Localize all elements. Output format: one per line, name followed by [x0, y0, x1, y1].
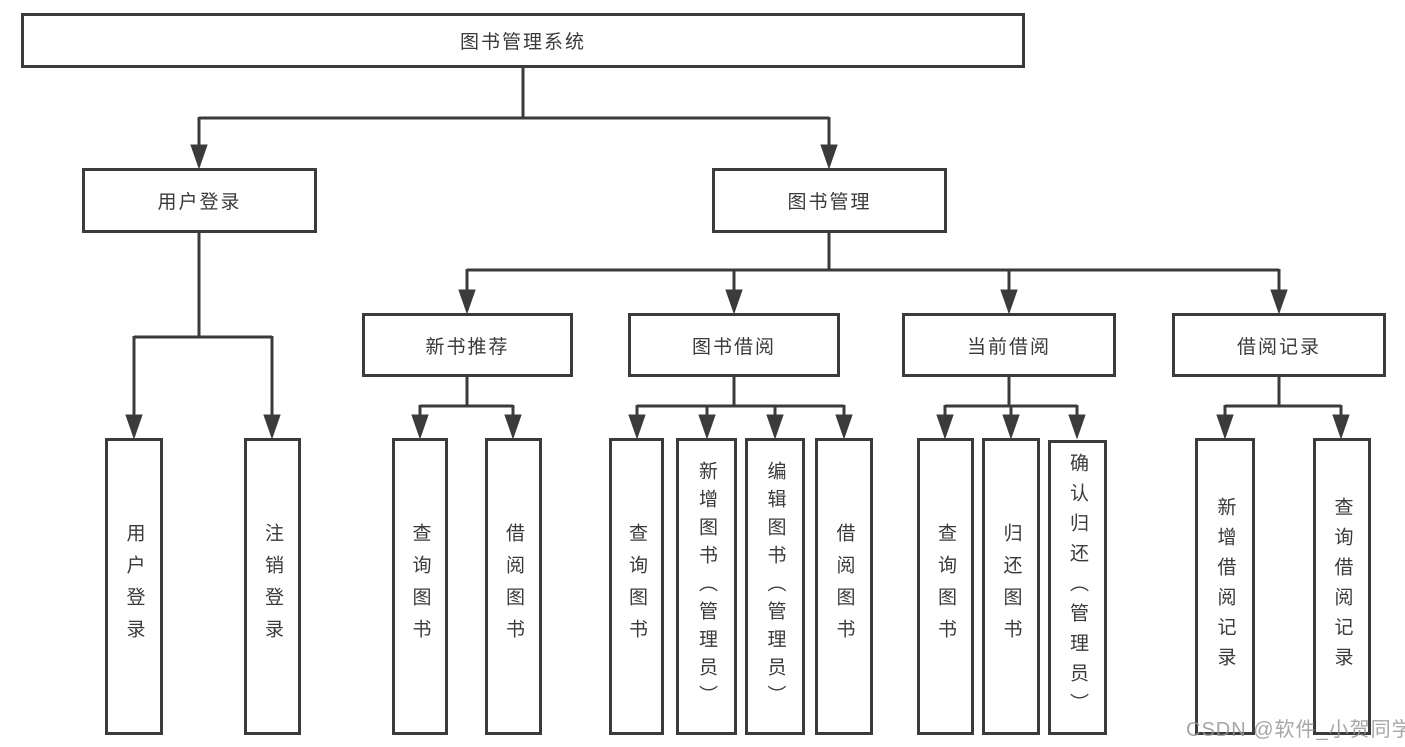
- leaf-borrow-books-label: 借阅图书: [833, 522, 855, 651]
- node-user-login-label: 用户登录: [157, 192, 242, 213]
- leaf-query-books-borrow-label: 查询图书: [626, 522, 647, 651]
- leaf-edit-book-admin-label: 编辑图书（管理员）: [764, 460, 786, 713]
- node-borrow-records-label: 借阅记录: [1236, 336, 1321, 358]
- leaf-borrow-books-recommend-label: 借阅图书: [503, 522, 524, 651]
- csdn-watermark: CSDN @软件_小贺同学: [1186, 719, 1405, 741]
- node-new-book-recommend-label: 新书推荐: [425, 336, 510, 358]
- node-new-book-recommend: 新书推荐: [362, 313, 573, 377]
- leaf-add-book-admin: 新增图书（管理员）: [676, 438, 737, 735]
- node-library-system: 图书管理系统: [21, 13, 1025, 68]
- leaf-borrow-books-recommend: 借阅图书: [485, 438, 542, 735]
- leaf-user-login: 用户登录: [105, 438, 163, 735]
- node-borrow-records: 借阅记录: [1172, 313, 1386, 377]
- node-book-management: 图书管理: [712, 168, 947, 233]
- node-current-borrow: 当前借阅: [902, 313, 1116, 377]
- leaf-confirm-return-admin: 确认归还（管理员）: [1048, 440, 1107, 735]
- leaf-return-book: 归还图书: [982, 438, 1040, 735]
- leaf-confirm-return-admin-label: 确认归还（管理员）: [1067, 452, 1088, 723]
- leaf-query-books-current: 查询图书: [917, 438, 974, 735]
- leaf-return-book-label: 归还图书: [1000, 522, 1022, 651]
- node-book-borrow-label: 图书借阅: [691, 336, 776, 358]
- leaf-query-borrow-record: 查询借阅记录: [1313, 438, 1371, 735]
- leaf-user-login-label: 用户登录: [123, 522, 145, 651]
- leaf-query-books-borrow: 查询图书: [609, 438, 664, 735]
- node-library-system-label: 图书管理系统: [459, 32, 586, 53]
- node-current-borrow-label: 当前借阅: [966, 336, 1051, 358]
- leaf-query-books-current-label: 查询图书: [935, 522, 956, 651]
- leaf-query-books-recommend-label: 查询图书: [409, 522, 431, 651]
- leaf-add-borrow-record-label: 新增借阅记录: [1214, 496, 1236, 677]
- node-book-borrow: 图书借阅: [628, 313, 840, 377]
- leaf-logout-label: 注销登录: [262, 522, 283, 651]
- leaf-edit-book-admin: 编辑图书（管理员）: [745, 438, 805, 735]
- leaf-logout: 注销登录: [244, 438, 301, 735]
- leaf-query-borrow-record-label: 查询借阅记录: [1331, 496, 1353, 677]
- node-book-management-label: 图书管理: [787, 192, 872, 213]
- leaf-add-borrow-record: 新增借阅记录: [1195, 438, 1255, 735]
- leaf-query-books-recommend: 查询图书: [392, 438, 448, 735]
- leaf-borrow-books: 借阅图书: [815, 438, 873, 735]
- node-user-login: 用户登录: [82, 168, 317, 233]
- leaf-add-book-admin-label: 新增图书（管理员）: [696, 460, 717, 713]
